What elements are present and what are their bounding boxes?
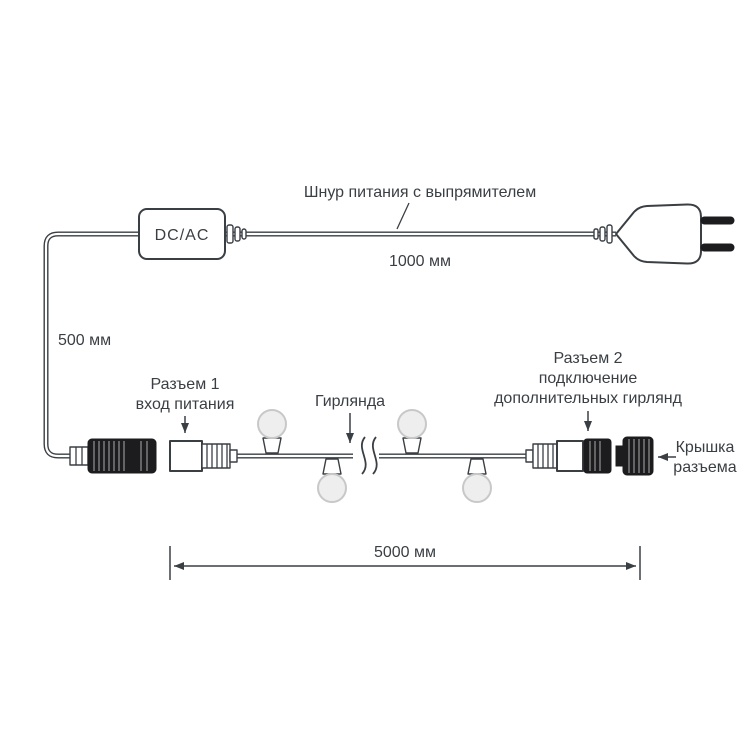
connector-2 <box>525 438 612 474</box>
connector-2-label-line-3: дополнительных гирлянд <box>494 390 682 407</box>
power-cord-pointer-line <box>396 202 410 230</box>
garland-dimension: 5000 мм <box>169 544 641 580</box>
power-cord-label: Шнур питания с выпрямителем <box>304 184 536 201</box>
input-cable-length-label: 500 мм <box>58 332 111 349</box>
power-cord-callout: Шнур питания с выпрямителем 1000 мм <box>304 184 536 270</box>
connector-1-label-line-1: Разъем 1 <box>150 376 219 393</box>
connector-cap <box>615 436 654 476</box>
garland-bulb-up-2 <box>397 409 427 454</box>
dcac-converter-label: DC/AC <box>155 227 210 244</box>
connector-2-label-line-2: подключение <box>539 370 638 387</box>
garland-label: Гирлянда <box>315 393 385 410</box>
cap-label-line-2: разъема <box>673 459 737 476</box>
dcac-converter: DC/AC <box>138 208 226 260</box>
connector-1-label-line-2: вход питания <box>136 396 235 413</box>
input-power-cable <box>43 231 140 459</box>
cable-gland-converter <box>226 224 247 244</box>
wire-break-symbol <box>353 436 379 475</box>
garland-bulb-down-2 <box>462 458 492 503</box>
connector-2-callout: Разъем 2 подключение дополнительных гирл… <box>494 350 683 431</box>
connector-2-label-line-1: Разъем 2 <box>553 350 622 367</box>
garland-callout: Гирлянда <box>315 393 385 443</box>
connector-1-callout: Разъем 1 вход питания <box>136 376 235 433</box>
connector-1 <box>69 438 238 474</box>
plug-prong-top <box>700 216 735 225</box>
plug-prong-bottom <box>700 243 735 252</box>
cap-label-line-1: Крышка <box>676 439 735 456</box>
garland-bulb-up-1 <box>257 409 287 454</box>
garland-length-label: 5000 мм <box>374 544 436 561</box>
power-plug <box>593 203 735 265</box>
power-cord-length-label: 1000 мм <box>389 253 451 270</box>
cap-callout: Крышка разъема <box>658 439 737 476</box>
garland-bulb-down-1 <box>317 458 347 503</box>
